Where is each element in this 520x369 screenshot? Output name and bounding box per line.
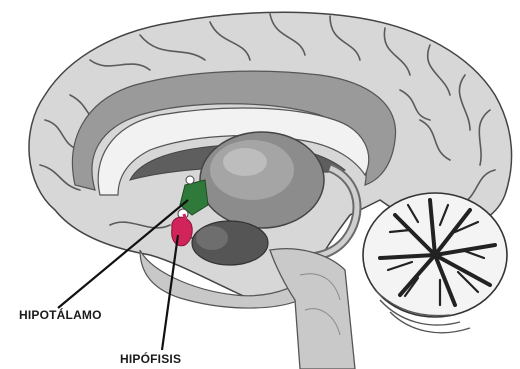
hypothalamus-label: HIPOTÁLAMO: [19, 308, 102, 322]
cerebellum: [363, 193, 507, 333]
pituitary-label: HIPÓFISIS: [120, 352, 181, 366]
pituitary-gland: [172, 217, 193, 246]
